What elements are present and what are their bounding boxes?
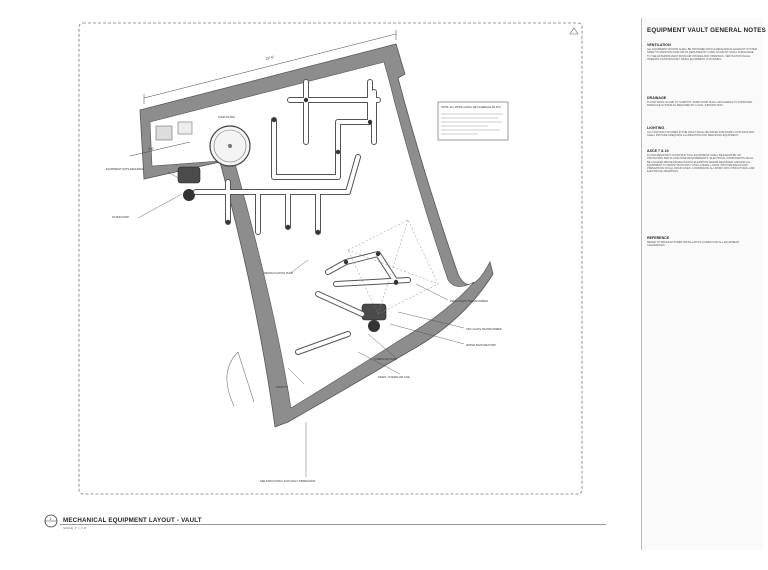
equipment-box-a (155, 125, 173, 141)
callout-structural: SEE STRUCTURAL FOR VAULT DIMENSIONS (260, 479, 316, 483)
left-dimension-label: 4'-0" (148, 147, 154, 151)
callout-equipment-note: EQUIPMENT NOTE REQUIRED (106, 167, 144, 171)
top-dimension-label: 23'-6" (265, 55, 275, 61)
vault-plan-drawing: 23'-6" 4'-0" (78, 22, 583, 495)
notes-title: EQUIPMENT VAULT GENERAL NOTES (647, 27, 766, 34)
north-marker-icon (569, 27, 579, 35)
callout-overflow-pump: OVERFLOW PUMP (374, 357, 397, 361)
left-dimension-line: 4'-0" (129, 141, 191, 157)
notes-body-ventilation: ALL EQUIPMENT ROOMS SHALL BE PROVIDED WI… (647, 48, 757, 61)
drawing-border (78, 22, 583, 495)
title-rule (60, 524, 606, 525)
sheet-title: MECHANICAL EQUIPMENT LAYOUT - VAULT (63, 517, 202, 524)
notes-body-drainage: FLOOR SHALL SLOPE TO SUMP PIT. SUMP PUMP… (647, 101, 753, 108)
note-box: NOTE: ALL PIPING SHALL BE SCHEDULE 80 PV… (437, 101, 509, 141)
callout-filter-pump: FILTER PUMP (112, 215, 129, 219)
notes-body-asce: FLOOD RESISTANT CONSTRUCTION: EQUIPMENT … (647, 154, 755, 174)
equipment-box-b (177, 121, 193, 135)
clearance-zone (347, 219, 439, 315)
callout-feature-pump: WATER FEATURE PUMP (466, 343, 496, 347)
valve-markers (225, 97, 399, 285)
filter-pump-icon (177, 166, 201, 201)
callout-labels: EQUIPMENT NOTE REQUIRED FILTER PUMP RECI… (106, 115, 502, 483)
callout-leaders (137, 171, 465, 477)
notes-body-reference: REFER TO MANUFACTURER INSTALLATION GUIDE… (647, 241, 740, 248)
sheet-scale: SCALE: 1" = 1'-0" (63, 526, 87, 530)
vault-door-swing (226, 351, 255, 407)
callout-sand-filter: SAND FILTER (218, 115, 235, 119)
detail-number: 1 (49, 516, 52, 521)
callout-drain-line: DRAIN / OVERFLOW LINE (378, 375, 410, 379)
detail-number-bubble: 1 (44, 514, 58, 528)
notes-heading-reference: REFERENCE (647, 236, 670, 240)
note-box-text: NOTE: ALL PIPING SHALL BE SCHEDULE 80 PV… (441, 105, 501, 109)
callout-recirc-pump: RECIRCULATION PUMP (264, 271, 293, 275)
notes-heading-drainage: DRAINAGE (647, 96, 667, 100)
sand-filter-tank (209, 125, 251, 167)
general-notes-panel (641, 18, 763, 550)
callout-spa-lights: SPA LIGHTS TRANSFORMER (466, 327, 502, 331)
top-dimension-line: 23'-6" (143, 30, 397, 104)
callout-sump-pit: SUMP PIT (276, 385, 289, 389)
notes-heading-asce: ASCE 7 & 24 (647, 149, 669, 153)
notes-body-lighting: ALL LIGHTING FIXTURES IN THE VAULT SHALL… (647, 131, 755, 138)
notes-heading-lighting: LIGHTING (647, 126, 665, 130)
notes-heading-ventilation: VENTILATION (647, 43, 671, 47)
callout-feed-lights: FEED LIGHTS TRANSFORMER (450, 299, 488, 303)
